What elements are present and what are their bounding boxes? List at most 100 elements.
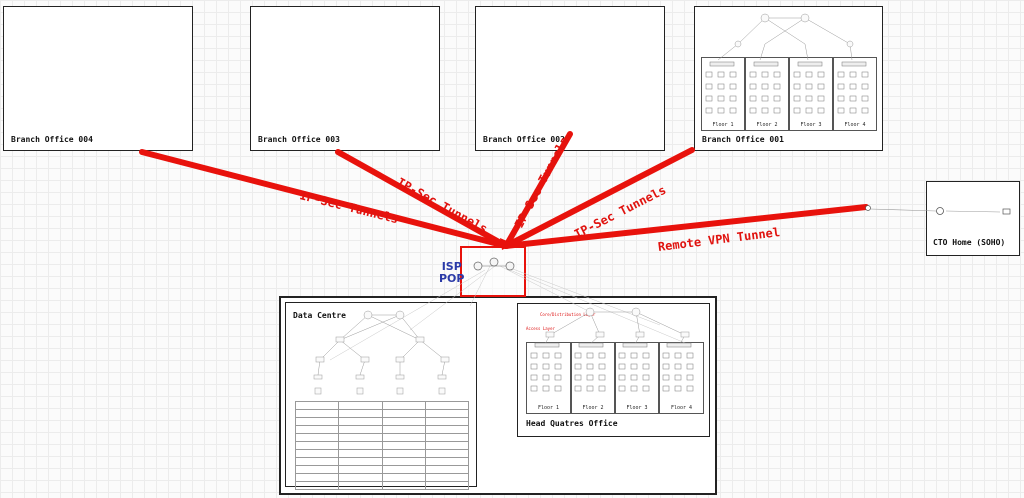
switch-icon	[578, 342, 604, 348]
legend-cell	[338, 457, 383, 466]
legend-cell	[338, 425, 383, 434]
legend-cell	[424, 433, 470, 442]
hq-topology	[544, 307, 690, 345]
pc-icon	[861, 83, 869, 90]
branch-001-end-devices	[705, 61, 869, 114]
pc-icon	[861, 107, 869, 114]
pc-icon	[761, 95, 769, 102]
pc-icon	[837, 107, 845, 114]
pc-icon	[686, 374, 694, 381]
pc-icon	[598, 374, 606, 381]
legend-cell	[294, 473, 340, 482]
pc-icon	[805, 83, 813, 90]
legend-cell	[338, 417, 383, 426]
legend-row	[294, 441, 470, 450]
pc-icon	[630, 385, 638, 392]
pc-icon	[530, 352, 538, 359]
cto-link	[869, 208, 1001, 213]
pc-icon	[574, 363, 582, 370]
pc-icon	[630, 374, 638, 381]
pc-icon	[598, 385, 606, 392]
legend-cell	[294, 401, 340, 410]
pc-icon	[586, 363, 594, 370]
pc-icon	[837, 95, 845, 102]
pc-icon	[642, 352, 650, 359]
pc-icon	[749, 71, 757, 78]
pc-icon	[705, 83, 713, 90]
switch-icon	[709, 61, 735, 67]
head-office-area: Head Quatres Office Core/Distribution La…	[517, 303, 710, 437]
switch-icon	[753, 61, 779, 67]
legend-cell	[381, 401, 426, 410]
tunnel-line-001	[503, 147, 695, 249]
pc-icon	[717, 71, 725, 78]
switch-icon	[622, 342, 648, 348]
tunnel-lines[interactable]	[139, 131, 869, 249]
branch-office-004-area: Branch Office 004	[3, 6, 193, 151]
legend-cell	[294, 449, 340, 458]
legend-row	[294, 465, 470, 474]
pc-icon	[662, 374, 670, 381]
pc-icon	[749, 83, 757, 90]
router-icon	[936, 207, 944, 215]
legend-cell	[294, 433, 340, 442]
pc-icon	[1002, 208, 1011, 215]
legend-cell	[338, 401, 383, 410]
legend-cell	[424, 417, 470, 426]
pc-icon	[817, 95, 825, 102]
legend-cell	[381, 441, 426, 450]
legend-cell	[424, 465, 470, 474]
cto-home-label: CTO Home (SOHO)	[933, 238, 1006, 247]
pc-icon	[642, 374, 650, 381]
branch-office-001-area: Branch Office 001 Floor 1 Floor 2 Floor …	[694, 6, 883, 151]
pc-icon	[630, 352, 638, 359]
legend-cell	[338, 481, 383, 490]
pc-icon	[773, 107, 781, 114]
pc-icon	[705, 107, 713, 114]
legend-cell	[381, 473, 426, 482]
pc-icon	[686, 352, 694, 359]
branch-001-floor-1: Floor 1	[701, 57, 745, 131]
core-distribution-layer-label: Core/Distribution Layer	[540, 312, 596, 317]
branch-office-004-label: Branch Office 004	[11, 135, 93, 144]
pc-icon	[729, 83, 737, 90]
legend-cell	[381, 465, 426, 474]
pc-icon	[530, 385, 538, 392]
branch-001-core	[717, 13, 854, 61]
legend-row	[294, 481, 470, 490]
pc-icon	[849, 107, 857, 114]
pc-icon	[530, 363, 538, 370]
legend-cell	[294, 441, 340, 450]
switch-icon	[666, 342, 692, 348]
pc-icon	[773, 71, 781, 78]
pc-icon	[773, 83, 781, 90]
legend-cell	[338, 449, 383, 458]
pc-icon	[618, 385, 626, 392]
pc-icon	[618, 374, 626, 381]
branch-office-002-label: Branch Office 002	[483, 135, 565, 144]
pc-icon	[761, 71, 769, 78]
pc-icon	[773, 95, 781, 102]
legend-cell	[338, 441, 383, 450]
pc-icon	[554, 363, 562, 370]
pc-icon	[542, 352, 550, 359]
legend-row	[294, 401, 470, 410]
pc-icon	[674, 352, 682, 359]
legend-cell	[424, 449, 470, 458]
pc-icon	[642, 385, 650, 392]
legend-cell	[294, 409, 340, 418]
access-layer-label: Access Layer	[526, 326, 555, 331]
legend-cell	[424, 425, 470, 434]
tunnel-line-004	[139, 149, 509, 249]
pc-icon	[749, 95, 757, 102]
pc-icon	[674, 374, 682, 381]
tunnel-line-003	[335, 149, 509, 249]
pc-icon	[849, 95, 857, 102]
pc-icon	[729, 95, 737, 102]
switch-icon	[841, 61, 867, 67]
pc-icon	[586, 374, 594, 381]
hq-end-devices	[530, 342, 694, 392]
data-centre-legend	[294, 401, 470, 490]
pc-icon	[749, 107, 757, 114]
pc-icon	[793, 83, 801, 90]
